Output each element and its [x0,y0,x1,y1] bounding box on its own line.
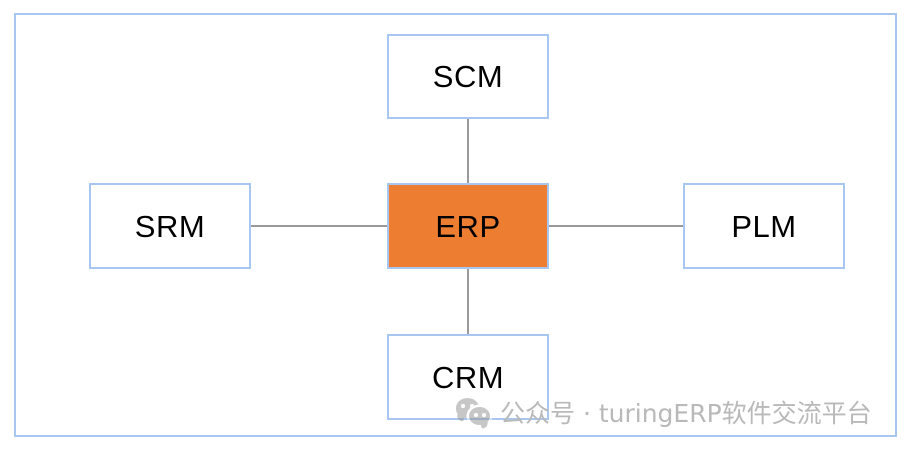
connector-erp-crm [467,268,469,335]
node-scm-label: SCM [432,59,504,94]
node-srm-label: SRM [134,208,206,244]
node-scm[interactable]: SCM [387,34,549,119]
connector-scm-erp [467,118,469,184]
connector-srm-erp [250,225,388,227]
node-erp-label: ERP [435,208,501,244]
node-crm-label: CRM [431,359,505,395]
node-srm[interactable]: SRM [89,183,251,269]
connector-erp-plm [548,225,684,227]
node-plm[interactable]: PLM [683,183,845,269]
node-plm-label: PLM [731,208,797,244]
node-erp[interactable]: ERP [387,183,549,269]
node-crm[interactable]: CRM [387,334,549,420]
